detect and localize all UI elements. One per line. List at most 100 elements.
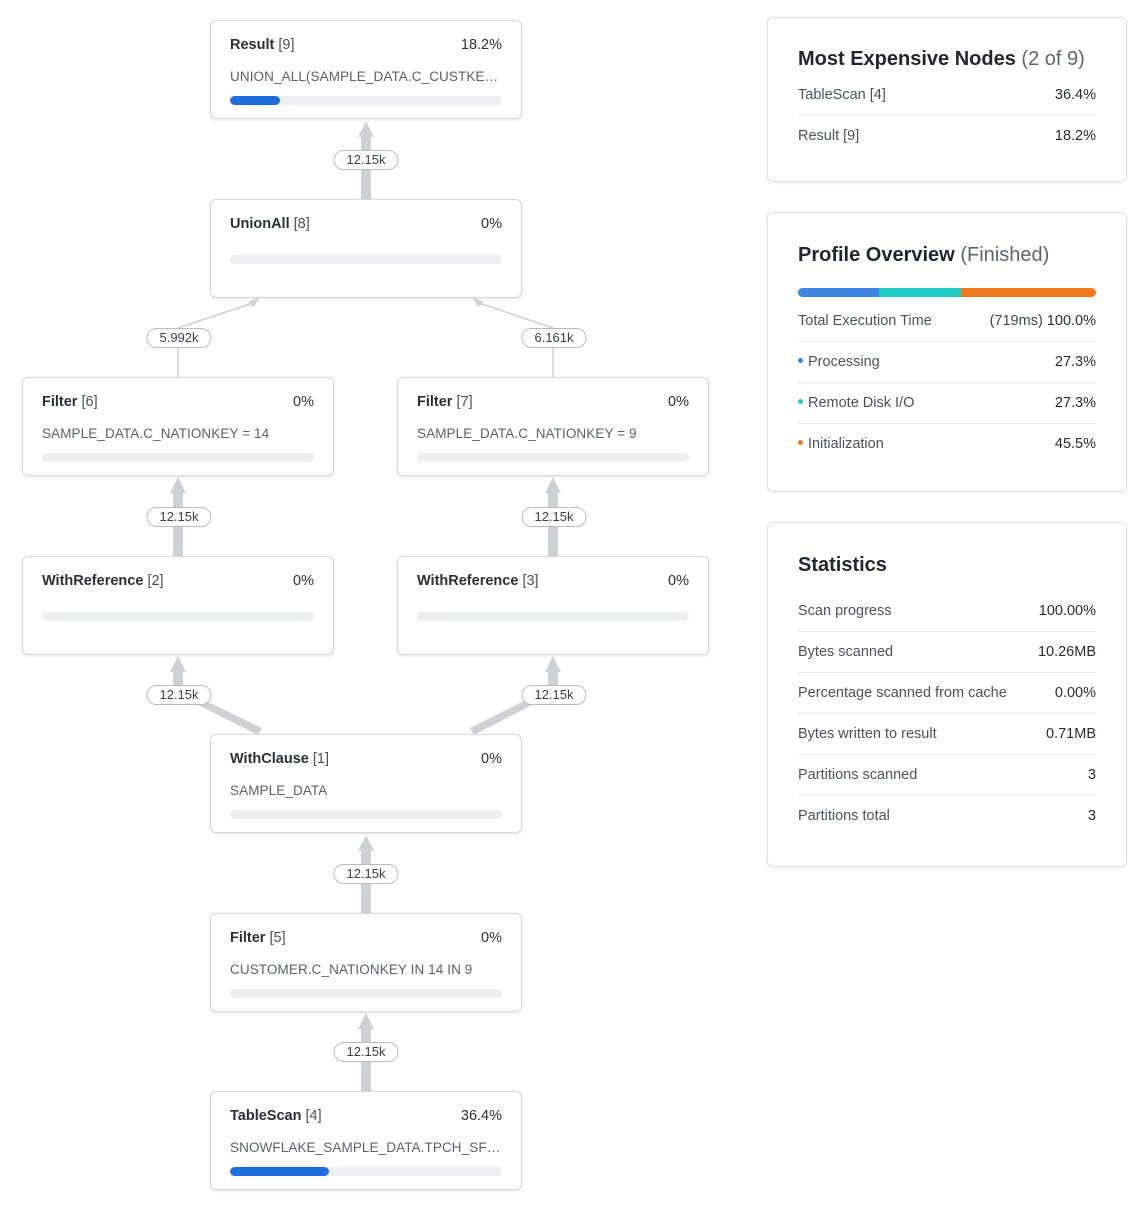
profile-overview-status: (Finished) [960,244,1050,266]
statistics-list: Scan progress 100.00% Bytes scanned 10.26M… [798,591,1096,836]
execution-time-breakdown-bar [798,288,1096,297]
stat-name: Partitions scanned [798,767,918,783]
node-cost-fill [230,1167,329,1176]
initialization-color-dot [798,439,803,445]
node-operator: Filter [42,394,78,410]
stat-row: Partitions scanned 3 [798,755,1096,796]
stat-name: Scan progress [798,603,892,619]
node-filter-7[interactable]: Filter [7]0% SAMPLE_DATA.C_NATIONKEY = 9 [397,377,709,476]
expensive-item-pct: 36.4% [1054,87,1096,103]
node-cost-bar [42,453,314,462]
overview-item-initialization[interactable]: Initialization 45.5% [798,424,1096,464]
overview-item-name: Remote Disk I/O [808,395,915,411]
overview-list: Total Execution Time(719ms) 100.0% Proce… [798,301,1096,464]
node-index: [7] [456,394,473,410]
node-index: [3] [522,573,539,589]
expensive-item-name: TableScan [4] [798,87,886,103]
node-detail: SAMPLE_DATA.C_NATIONKEY = 9 [417,426,637,441]
expensive-item-pct: 18.2% [1054,128,1096,144]
node-percent: 0% [293,573,314,589]
processing-color-dot [798,357,803,363]
edge-label-filter5-to-withclause: 12.15k [333,864,399,884]
node-index: [1] [312,751,329,767]
node-percent: 0% [481,930,502,946]
remote-disk-io-color-dot [798,398,803,404]
edge-label-withref2-to-filter6: 12.15k [146,507,212,527]
node-index: [5] [269,930,286,946]
overview-item-pct: 27.3% [1054,354,1096,370]
segment-processing [798,288,880,297]
node-detail: UNION_ALL(SAMPLE_DATA.C_CUSTKEY... [230,69,502,84]
edge-filter7-to-union [473,298,554,377]
overview-item-processing[interactable]: Processing 27.3% [798,342,1096,383]
stat-name: Bytes scanned [798,644,894,660]
most-expensive-count: (2 of 9) [1021,48,1085,70]
expensive-item-name: Result [9] [798,128,860,144]
node-percent: 36.4% [460,1108,502,1124]
node-operator: Filter [230,930,266,946]
node-unionall[interactable]: UnionAll [8] 0% [210,199,522,298]
profile-overview-title: Profile Overview [798,244,955,266]
node-cost-bar [42,612,314,621]
edge-label-withclause-to-withref2: 12.15k [146,685,212,705]
edge-withclause-to-withref3 [470,656,561,735]
most-expensive-nodes-panel: Most Expensive Nodes (2 of 9) TableScan … [767,17,1127,182]
total-execution-pct: 100.0% [1046,313,1096,329]
expensive-item[interactable]: TableScan [4] 36.4% [798,75,1096,116]
stat-row: Scan progress 100.00% [798,591,1096,632]
query-profile-graph: 12.15k 5.992k 6.161k 12.15k 12.15k 12.15… [22,20,709,1190]
profile-overview-panel: Profile Overview (Finished) Total Execut… [767,212,1127,492]
node-percent: 0% [481,216,502,232]
expensive-list: TableScan [4] 36.4% Result [9] 18.2% [798,75,1096,156]
node-detail: SNOWFLAKE_SAMPLE_DATA.TPCH_SF1... [230,1140,502,1155]
stat-value: 3 [1087,808,1096,824]
stat-value: 10.26MB [1037,644,1096,660]
node-withreference-3[interactable]: WithReference [3] 0% [397,556,709,655]
node-cost-bar [417,453,689,462]
overview-item-pct: 45.5% [1054,436,1096,452]
stat-value: 0.00% [1054,685,1096,701]
node-percent: 18.2% [460,37,502,53]
node-index: [8] [293,216,310,232]
node-withreference-2[interactable]: WithReference [2] 0% [22,556,334,655]
segment-remote-disk-io [879,288,961,297]
node-operator: TableScan [230,1108,302,1124]
node-detail: SAMPLE_DATA.C_NATIONKEY = 14 [42,426,270,441]
node-index: [6] [81,394,98,410]
node-index: [2] [147,573,164,589]
node-operator: UnionAll [230,216,290,232]
overview-item-name: Initialization [808,436,884,452]
edge-label-filter6-to-union: 5.992k [146,328,212,348]
expensive-item[interactable]: Result [9] 18.2% [798,116,1096,156]
node-result[interactable]: Result [9]18.2% UNION_ALL(SAMPLE_DATA.C_… [210,20,522,119]
node-percent: 0% [668,573,689,589]
node-filter-6[interactable]: Filter [6] 0% SAMPLE_DATA.C_NATIONKEY = 1… [22,377,334,476]
stat-value: 3 [1087,767,1096,783]
total-execution-time-row: Total Execution Time(719ms) 100.0% [798,301,1096,342]
edge-label-union-to-result: 12.15k [333,150,399,170]
node-filter-5[interactable]: Filter [5] 0% CUSTOMER.C_NATIONKEY IN 14 … [210,913,522,1012]
node-detail: CUSTOMER.C_NATIONKEY IN 14 IN 9 [230,962,473,977]
statistics-title: Statistics [798,554,887,576]
overview-item-name: Processing [808,354,880,370]
node-tablescan[interactable]: TableScan [4]36.4% SNOWFLAKE_SAMPLE_DATA… [210,1091,522,1190]
node-percent: 0% [481,751,502,767]
edge-filter6-to-union [177,298,259,377]
segment-initialization [960,288,1096,297]
node-cost-bar [230,255,502,264]
panel-title: Profile Overview (Finished) [798,244,1096,267]
node-withclause[interactable]: WithClause [1]0% SAMPLE_DATA [210,734,522,833]
node-cost-bar [230,989,502,998]
most-expensive-title: Most Expensive Nodes [798,48,1016,70]
stat-value: 100.00% [1038,603,1096,619]
node-percent: 0% [293,394,314,410]
stat-row: Bytes scanned 10.26MB [798,632,1096,673]
node-operator: WithClause [230,751,309,767]
node-operator: WithReference [417,573,519,589]
stat-name: Bytes written to result [798,726,937,742]
node-operator: WithReference [42,573,144,589]
total-execution-label: Total Execution Time [798,313,932,329]
